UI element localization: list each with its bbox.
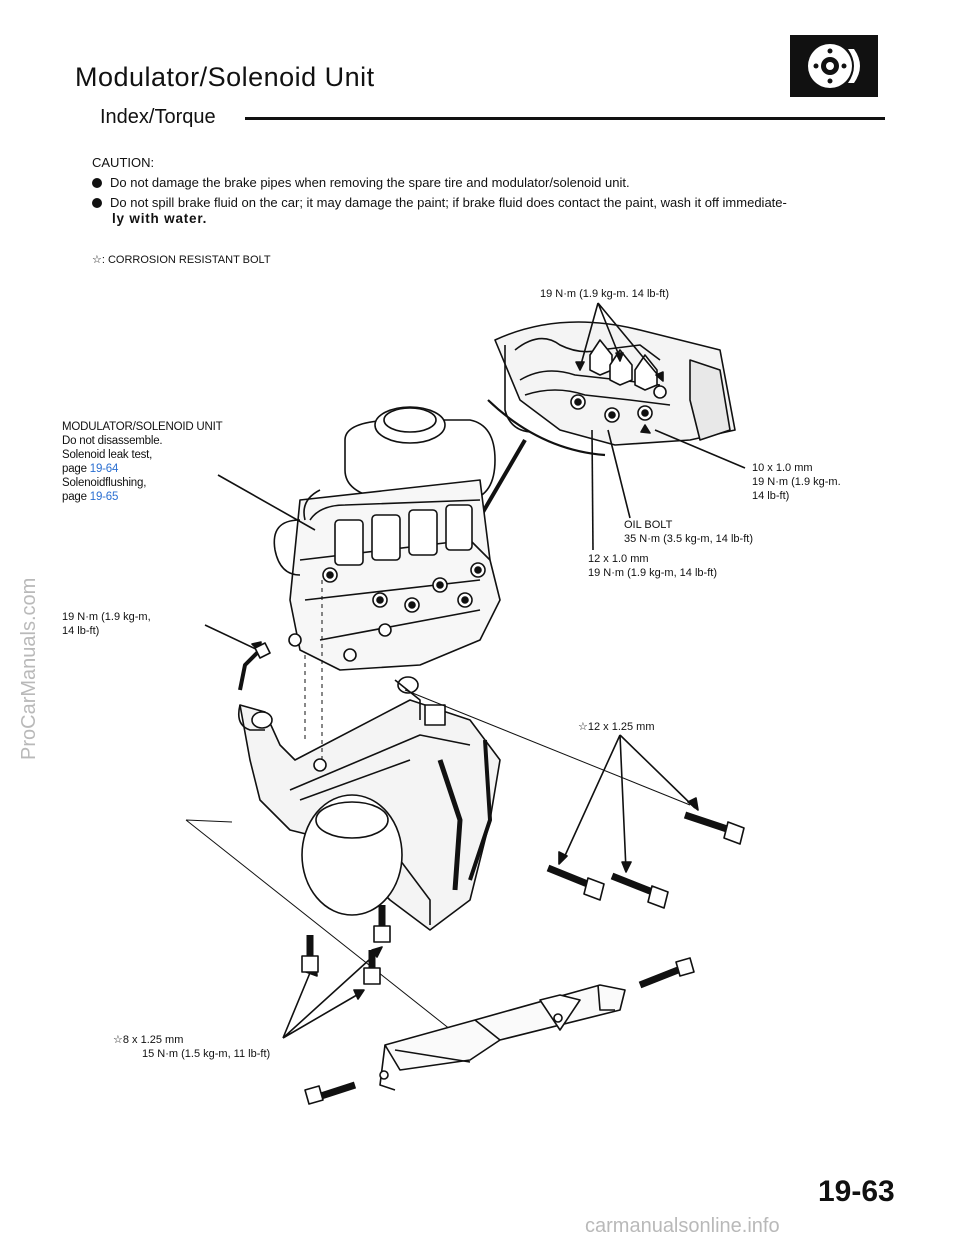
component-label: OIL BOLT — [624, 519, 673, 531]
page-link[interactable]: 19-64 — [89, 463, 119, 475]
legend: ☆: CORROSION RESISTANT BOLT — [92, 254, 271, 266]
torque-label: 19 N·m (1.9 kg-m. — [752, 476, 841, 488]
page-number: 19-63 — [818, 1175, 895, 1208]
page-title: Modulator/Solenoid Unit — [75, 62, 375, 92]
note-text: page 19-64 — [62, 463, 119, 475]
note-text: page 19-65 — [62, 491, 119, 503]
note-text: Solenoid leak test, — [62, 449, 153, 461]
bolt-size-label: 10 x 1.0 mm — [752, 462, 813, 474]
torque-label: 19 N·m (1.9 kg-m. 14 lb-ft) — [540, 288, 669, 300]
torque-label: 14 lb-ft) — [62, 625, 100, 637]
page-link[interactable]: 19-65 — [89, 491, 119, 503]
bolt-size-label: ☆8 x 1.25 mm — [113, 1034, 184, 1046]
bullet-icon — [92, 198, 102, 208]
bolt-size-label: 12 x 1.0 mm — [588, 553, 649, 565]
page-subtitle: Index/Torque — [100, 106, 216, 128]
torque-label: 14 lb-ft) — [752, 490, 790, 502]
torque-label: 35 N·m (3.5 kg-m, 14 lb-ft) — [624, 533, 753, 545]
torque-label: 19 N·m (1.9 kg-m, — [62, 611, 151, 623]
bolt-size-label: ☆12 x 1.25 mm — [578, 721, 655, 733]
caution-item: Do not damage the brake pipes when remov… — [92, 175, 892, 191]
torque-label: 15 N·m (1.5 kg-m, 11 lb-ft) — [142, 1048, 271, 1060]
torque-label: 19 N·m (1.9 kg-m, 14 lb-ft) — [588, 567, 717, 579]
bullet-icon — [92, 178, 102, 188]
caution-continuation: ly with water. — [112, 211, 208, 226]
note-text: Solenoidflushing, — [62, 477, 147, 489]
watermark: carmanualsonline.info — [585, 1215, 780, 1237]
brake-disc-icon — [790, 35, 878, 97]
component-label: MODULATOR/SOLENOID UNIT — [62, 421, 223, 433]
bolt — [301, 811, 745, 1105]
caution-item: Do not spill brake fluid on the car; it … — [92, 195, 892, 211]
star-icon: ☆: — [92, 254, 105, 266]
detail-inset — [487, 321, 736, 457]
brake-pipe-bracket — [379, 984, 626, 1091]
note-text: Do not disassemble. — [62, 435, 163, 447]
modulator-solenoid-unit — [273, 406, 501, 671]
caution-heading: CAUTION: — [92, 155, 155, 170]
watermark: ProCarManuals.com — [18, 577, 40, 760]
header-rule — [245, 117, 885, 120]
